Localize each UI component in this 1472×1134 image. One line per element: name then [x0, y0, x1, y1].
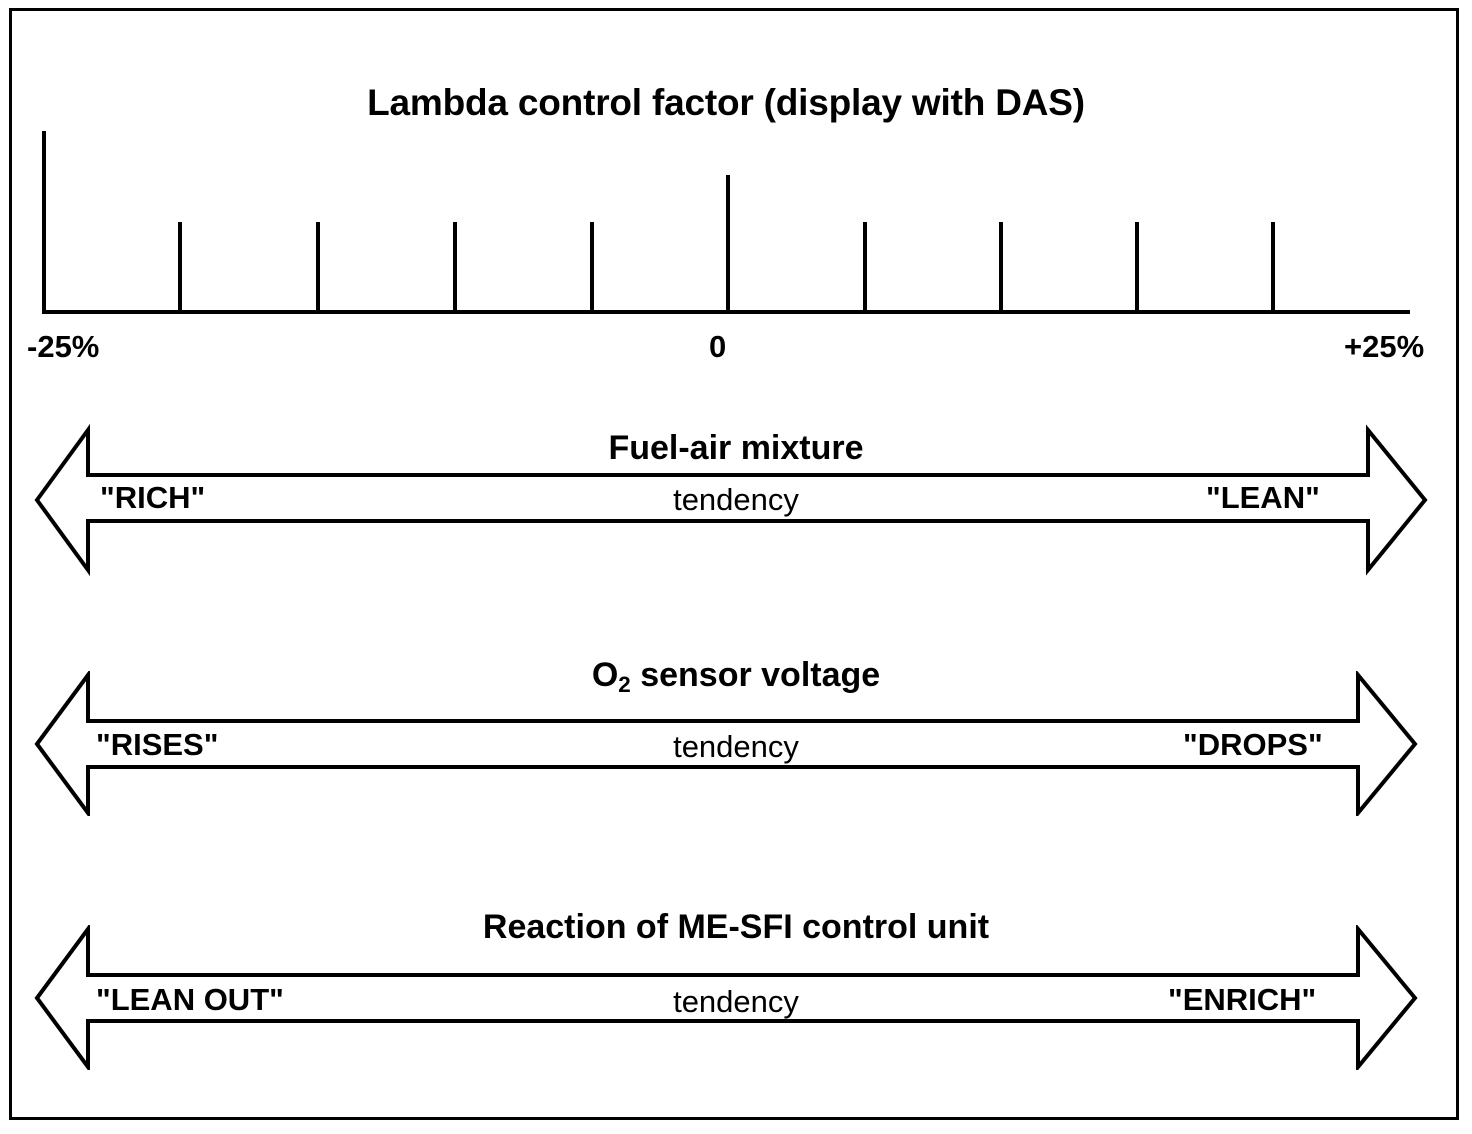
scale-tick-5 [863, 222, 867, 312]
double-arrow-icon [34, 671, 1418, 816]
band-left-label-rich: "RICH" [100, 480, 206, 515]
scale-tick-zero [726, 175, 730, 312]
band-me-sfi-reaction: Reaction of ME-SFI control unit "LEAN OU… [0, 908, 1472, 1070]
scale-axis-line [42, 310, 1410, 314]
band-fuel-air-mixture: Fuel-air mixture "RICH" tendency "LEAN" [0, 424, 1472, 576]
diagram-border [9, 8, 1459, 1120]
scale-title-text: Lambda control factor (display with DAS) [367, 82, 1085, 123]
band-title-subscript: 2 [618, 672, 631, 698]
double-arrow-icon [34, 424, 1428, 576]
band-title-text: O [591, 656, 619, 694]
band-title-text: Reaction of ME-SFI control unit [482, 908, 990, 946]
scale-tick-8 [1271, 222, 1275, 312]
scale-label-min: -25% [27, 329, 100, 364]
band-center-label-1: tendency [673, 482, 799, 517]
scale-tick-3 [453, 222, 457, 312]
band-right-label-drops: "DROPS" [1183, 727, 1323, 762]
scale-label-max: +25% [1344, 329, 1425, 364]
band-title-o2: O2 sensor voltage [0, 656, 1472, 698]
band-right-label-enrich: "ENRICH" [1168, 982, 1317, 1017]
band-o2-sensor-voltage: O2 sensor voltage "RISES" tendency "DROP… [0, 656, 1472, 816]
band-left-label-lean-out: "LEAN OUT" [96, 982, 284, 1017]
band-center-label-3: tendency [673, 984, 799, 1019]
band-right-label-lean: "LEAN" [1206, 480, 1320, 515]
scale-tick-4 [590, 222, 594, 312]
scale-tick-1 [178, 222, 182, 312]
band-title-me-sfi: Reaction of ME-SFI control unit [0, 908, 1472, 947]
scale-tick-min [42, 131, 46, 312]
scale-title: Lambda control factor (display with DAS) [0, 82, 1472, 124]
double-arrow-icon [34, 925, 1418, 1070]
band-center-label-2: tendency [673, 729, 799, 764]
band-left-label-rises: "RISES" [96, 727, 219, 762]
scale-tick-2 [316, 222, 320, 312]
scale-tick-7 [1135, 222, 1139, 312]
band-title-fuel-air: Fuel-air mixture [0, 429, 1472, 468]
scale-tick-6 [999, 222, 1003, 312]
scale-label-zero: 0 [709, 329, 727, 364]
band-title-suffix: sensor voltage [630, 656, 881, 694]
band-title-text: Fuel-air mixture [608, 429, 864, 467]
